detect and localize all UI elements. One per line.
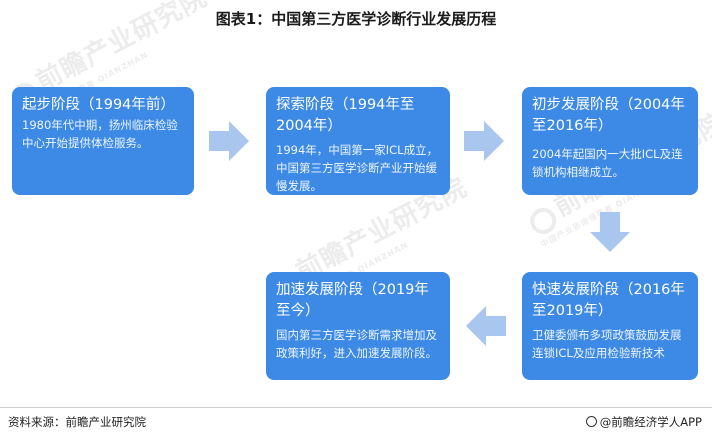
- arrow-right-icon: [209, 121, 249, 161]
- stage-description: 1994年，中国第一家ICL成立，中国第三方医学诊断产业开始缓慢发展。: [276, 143, 439, 193]
- stage-description: 1980年代中期，扬州临床检验中心开始提供体检服务。: [22, 118, 178, 150]
- stage-heading: 快速发展阶段（2016年至2019年）: [532, 282, 685, 319]
- arrow-right-icon: [464, 121, 504, 161]
- stage-box-rapid-development: 快速发展阶段（2016年至2019年） 卫健委颁布多项政策鼓励发展连锁ICL及应…: [522, 272, 698, 380]
- source-note: 资料来源：前瞻产业研究院: [8, 415, 146, 429]
- brand-logo-icon: [585, 416, 597, 427]
- brand-text: @前瞻经济学人APP: [599, 415, 702, 429]
- stage-heading: 起步阶段（1994年前）: [22, 97, 175, 113]
- brand-credit: @前瞻经济学人APP: [585, 414, 702, 430]
- stage-box-initial-development: 初步发展阶段（2004年至2016年） 2004年起国内一大批ICL及连锁机构相…: [522, 87, 698, 195]
- arrow-left-icon: [466, 306, 506, 346]
- stage-heading: 加速发展阶段（2019年至今）: [276, 282, 429, 319]
- stage-box-startup: 起步阶段（1994年前） 1980年代中期，扬州临床检验中心开始提供体检服务。: [12, 87, 194, 195]
- stage-description: 2004年起国内一大批ICL及连锁机构相继成立。: [532, 147, 683, 179]
- stage-heading: 初步发展阶段（2004年至2016年）: [532, 97, 685, 134]
- stage-box-accelerated-development: 加速发展阶段（2019年至今） 国内第三方医学诊断需求增加及政策利好，进入加速发…: [266, 272, 450, 380]
- stage-description: 国内第三方医学诊断需求增加及政策利好，进入加速发展阶段。: [276, 328, 437, 360]
- stage-description: 卫健委颁布多项政策鼓励发展连锁ICL及应用检验新技术: [532, 328, 682, 360]
- arrow-down-icon: [590, 212, 630, 252]
- diagram-title: 图表1：中国第三方医学诊断行业发展历程: [215, 10, 497, 28]
- stage-heading: 探索阶段（1994年至2004年）: [276, 97, 415, 134]
- footer-divider: [0, 407, 712, 408]
- stage-box-exploration: 探索阶段（1994年至2004年） 1994年，中国第一家ICL成立，中国第三方…: [266, 87, 450, 195]
